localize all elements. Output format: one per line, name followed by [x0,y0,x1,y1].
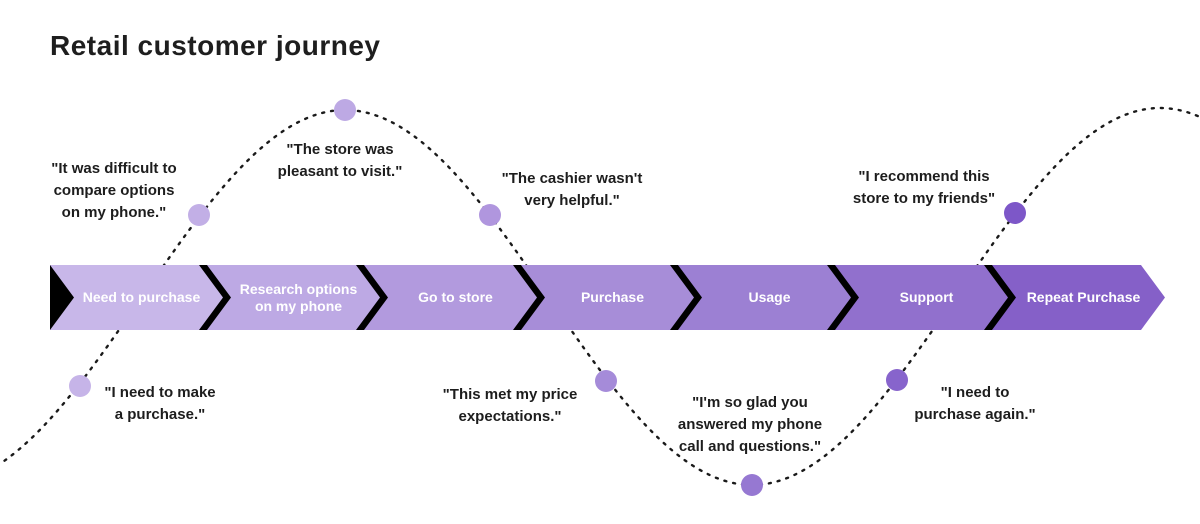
stage-label: Go to store [418,289,493,305]
page-title: Retail customer journey [50,30,381,61]
stage-chevron-support: Support [835,265,1008,330]
stage-label: Usage [748,289,791,305]
quote-store-pleasant: "The store was pleasant to visit." [277,141,403,180]
quote-difficult-to-compare: "It was difficult to compare options on … [51,160,177,221]
stage-label: Need to purchase [82,289,201,305]
stage-label: Purchase [580,289,645,305]
quote-glad-answered-phone: "I'm so glad you answered my phone call … [677,394,823,455]
stage-chevron-usage: Usage [678,265,851,330]
journey-dot-6 [741,474,763,496]
quote-purchase-again: "I need to purchase again." [914,384,1036,423]
stage-chevron-purchase: Purchase [521,265,694,330]
journey-dot-7 [886,369,908,391]
stage-chevron-repeat-purchase: Repeat Purchase [992,265,1165,330]
quote-need-to-make-purchase: "I need to make a purchase." [104,384,216,423]
stage-label: Repeat Purchase [1026,289,1141,305]
stage-chevron-go-to-store: Go to store [364,265,537,330]
stage-chevron-research-options: Research options on my phone [207,265,380,330]
quote-met-price-expectations: "This met my price expectations." [442,386,578,425]
journey-dot-8 [1004,202,1026,224]
journey-dot-3 [334,99,356,121]
stage-label: Research options on my phone [239,280,358,314]
journey-dot-4 [479,204,501,226]
journey-dot-5 [595,370,617,392]
quote-recommend-store: "I recommend this store to my friends" [852,168,996,207]
quote-cashier-not-helpful: "The cashier wasn't very helpful." [501,170,643,209]
stage-label: Support [899,289,954,305]
journey-dot-1 [69,375,91,397]
journey-dot-2 [188,204,210,226]
stage-chevron-need-to-purchase: Need to purchase [50,265,223,330]
